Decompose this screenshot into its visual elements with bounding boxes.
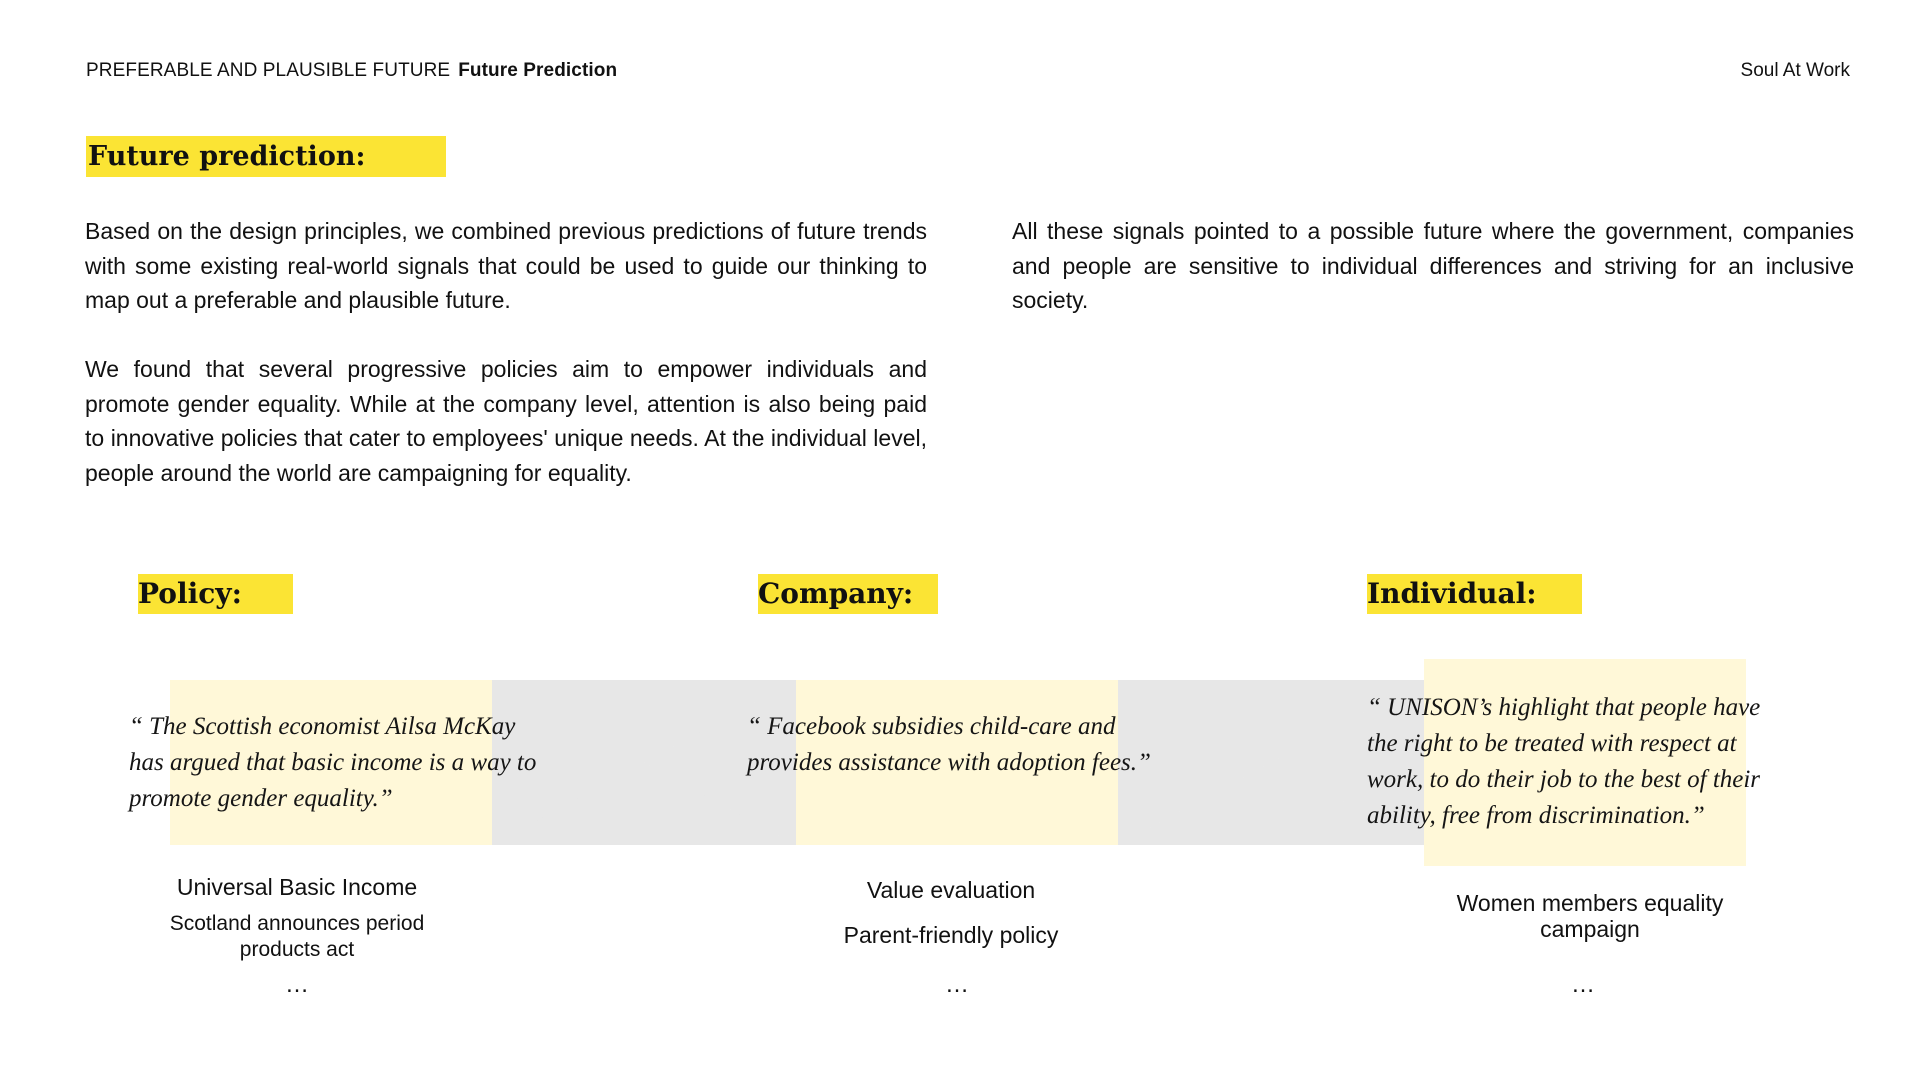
header-section-title: PREFERABLE AND PLAUSIBLE FUTURE — [86, 60, 451, 81]
intro-paragraph: Based on the design principles, we combi… — [85, 218, 927, 313]
policy-item: Universal Basic Income — [176, 874, 418, 900]
company-quote-box — [796, 680, 1118, 845]
header-subsection-title: Future Prediction — [458, 60, 618, 81]
company-item-ellipsis: … — [945, 971, 969, 998]
individual-item: Women members equality campaign — [1456, 890, 1724, 942]
company-quote: “ Facebook subsidies child-care and prov… — [747, 713, 1151, 776]
connector-policy-company-b — [492, 680, 796, 845]
policy-label: Policy: — [138, 574, 293, 614]
connector-company-individual-a — [1118, 680, 1424, 845]
header-section: PREFERABLE AND PLAUSIBLE FUTURE Future Pr… — [86, 60, 617, 82]
policy-quote-box — [170, 680, 492, 845]
findings-paragraph: We found that several progressive polici… — [85, 356, 927, 486]
company-label: Company: — [758, 574, 938, 614]
individual-quote-box — [1424, 659, 1746, 866]
conclusion-paragraph: All these signals pointed to a possible … — [1012, 218, 1854, 313]
connector-policy-company-c — [492, 680, 796, 845]
policy-item-ellipsis: … — [285, 971, 309, 998]
company-item: Parent-friendly policy — [843, 922, 1059, 948]
connector-company-individual-d — [1118, 680, 1424, 845]
individual-label: Individual: — [1367, 574, 1582, 614]
policy-item: Scotland announces period products act — [169, 912, 425, 961]
policy-quote: “ The Scottish economist Ailsa McKay has… — [129, 713, 537, 812]
company-item: Value evaluation — [866, 877, 1036, 903]
connector-company-individual-b — [1118, 680, 1424, 845]
brand-name: Soul At Work — [1740, 60, 1850, 81]
connector-policy-company-d — [492, 680, 796, 845]
connector-company-individual-c — [1118, 680, 1424, 845]
individual-item-ellipsis: … — [1571, 971, 1595, 998]
individual-quote: “ UNISON’s highlight that people have th… — [1367, 694, 1761, 829]
connector-policy-company-a — [492, 680, 796, 845]
page-title: Future prediction: — [86, 136, 446, 177]
